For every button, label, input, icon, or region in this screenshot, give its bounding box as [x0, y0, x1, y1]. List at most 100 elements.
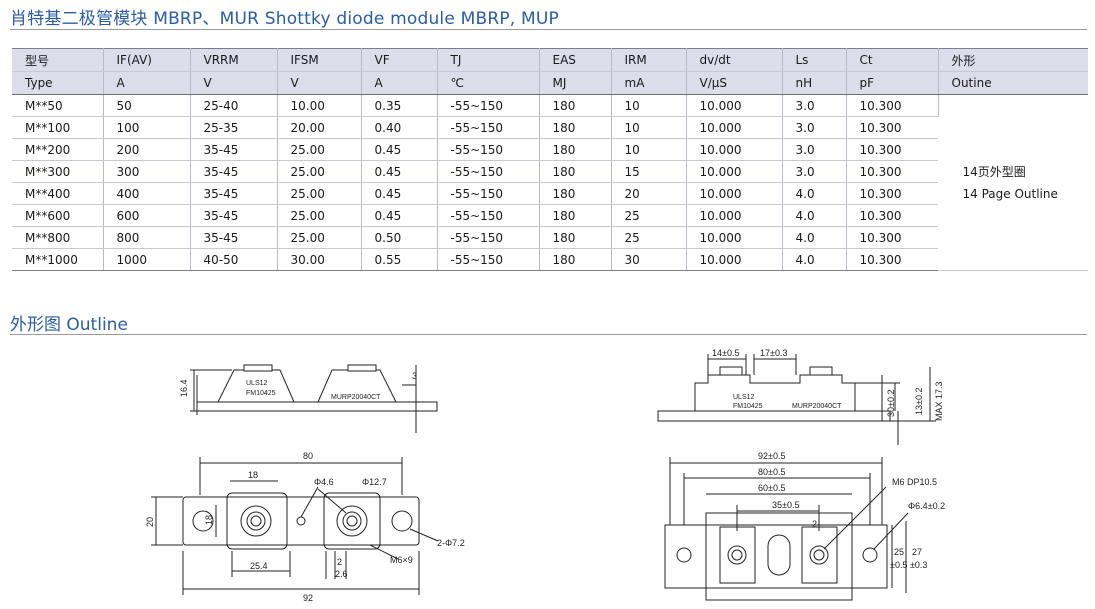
table-cell: M**200	[12, 138, 104, 161]
table-cell: 25.00	[277, 160, 362, 183]
dim-h30: 30±0.2	[886, 390, 896, 417]
table-cell: 10.000	[686, 182, 783, 205]
table-cell: 50	[103, 94, 191, 117]
table-cell: 0.55	[361, 248, 438, 271]
table-cell: 10	[611, 94, 687, 117]
header-cn-cell: 外形	[938, 48, 1088, 72]
table-cell: 180	[539, 138, 612, 161]
table-cell: 10.000	[686, 226, 783, 249]
dim-overall: 80	[303, 451, 313, 461]
header-en-cell: V	[277, 71, 362, 95]
header-en-cell: nH	[782, 71, 847, 95]
header-en-cell: ℃	[437, 71, 540, 95]
dim-screw: M6×9	[390, 555, 413, 565]
table-cell: 3.0	[782, 116, 847, 139]
mark-uls12: ULS12	[733, 394, 755, 401]
table-cell: 10.300	[846, 160, 938, 183]
table-cell: 0.45	[361, 182, 438, 205]
table-cell: 25	[611, 204, 687, 227]
table-cell: M**50	[12, 94, 104, 117]
table-cell: 20.00	[277, 116, 362, 139]
table-cell: 10.000	[686, 204, 783, 227]
table-cell: -55~150	[437, 138, 540, 161]
table-cell: 35-45	[190, 204, 278, 227]
table-cell: 10.300	[846, 116, 938, 139]
header-cn-cell: TJ	[437, 48, 540, 72]
table-cell: 35-45	[190, 182, 278, 205]
dim-25-4: 25.4	[250, 561, 268, 571]
outline-section-title: 外形图 Outline	[10, 315, 128, 335]
table-cell: -55~150	[437, 248, 540, 271]
mark-fm10425: FM10425	[733, 403, 763, 410]
table-cell: 0.45	[361, 138, 438, 161]
table-cell: 25-40	[190, 94, 278, 117]
dim-25: 25	[894, 547, 904, 557]
dim-m6: M6 DP10.5	[892, 477, 937, 487]
table-cell: 10.000	[686, 116, 783, 139]
table-cell: M**1000	[12, 248, 104, 271]
header-cn-cell: EAS	[539, 48, 612, 72]
table-cell: 25.00	[277, 138, 362, 161]
table-cell: 600	[103, 204, 191, 227]
table-cell: 800	[103, 226, 191, 249]
table-cell: 10.000	[686, 160, 783, 183]
header-en-cell: A	[361, 71, 438, 95]
table-cell: 10	[611, 116, 687, 139]
table-cell: 35-45	[190, 226, 278, 249]
table-cell: 4.0	[782, 182, 847, 205]
mark-fm10425: FM10425	[246, 390, 276, 397]
header-cn-cell: IF(AV)	[103, 48, 191, 72]
page-title: 肖特基二极管模块 MBRP、MUR Shottky diode module M…	[10, 9, 559, 29]
header-en-cell: pF	[846, 71, 939, 95]
mark-murp: MURP20040CT	[792, 403, 842, 410]
table-cell: M**600	[12, 204, 104, 227]
header-en-cell: MJ	[539, 71, 612, 95]
table-cell: -55~150	[437, 226, 540, 249]
table-cell: 0.45	[361, 160, 438, 183]
table-cell: 180	[539, 116, 612, 139]
table-cell: 400	[103, 182, 191, 205]
table-cell: 180	[539, 160, 612, 183]
dim-side-height: 16.4	[179, 379, 189, 397]
table-cell: 10.00	[277, 94, 362, 117]
header-cn-cell: dv/dt	[686, 48, 783, 72]
title-divider	[10, 29, 1087, 30]
table-cell: M**100	[12, 116, 104, 139]
header-en-cell: Type	[12, 71, 104, 95]
table-cell: -55~150	[437, 116, 540, 139]
table-cell: M**800	[12, 226, 104, 249]
header-cn-cell: Ls	[782, 48, 847, 72]
table-cell: 10.300	[846, 138, 938, 161]
header-en-cell: mA	[611, 71, 687, 95]
dim-hole: Φ6.4±0.2	[908, 501, 945, 511]
table-cell: 10.300	[846, 94, 939, 117]
table-cell: 180	[539, 226, 612, 249]
dim-inner-width: 18	[204, 515, 214, 525]
dim-side-thick: 3	[412, 371, 417, 381]
table-cell: -55~150	[437, 182, 540, 205]
dim-hmax: MAX 17.3	[934, 381, 944, 421]
table-cell: 180	[539, 94, 612, 117]
table-cell: 300	[103, 160, 191, 183]
table-cell: 30.00	[277, 248, 362, 271]
table-cell: 4.0	[782, 248, 847, 271]
table-cell: 35-45	[190, 138, 278, 161]
table-cell: 20	[611, 182, 687, 205]
header-cn-cell: IRM	[611, 48, 687, 72]
header-cn-cell: VRRM	[190, 48, 278, 72]
table-cell: 10.000	[686, 248, 783, 271]
table-cell: 30	[611, 248, 687, 271]
table-cell: 10.000	[686, 138, 783, 161]
header-en-cell: Outine	[938, 71, 1088, 95]
dim-2: 2	[812, 519, 817, 529]
dim-length: 92	[303, 593, 313, 603]
